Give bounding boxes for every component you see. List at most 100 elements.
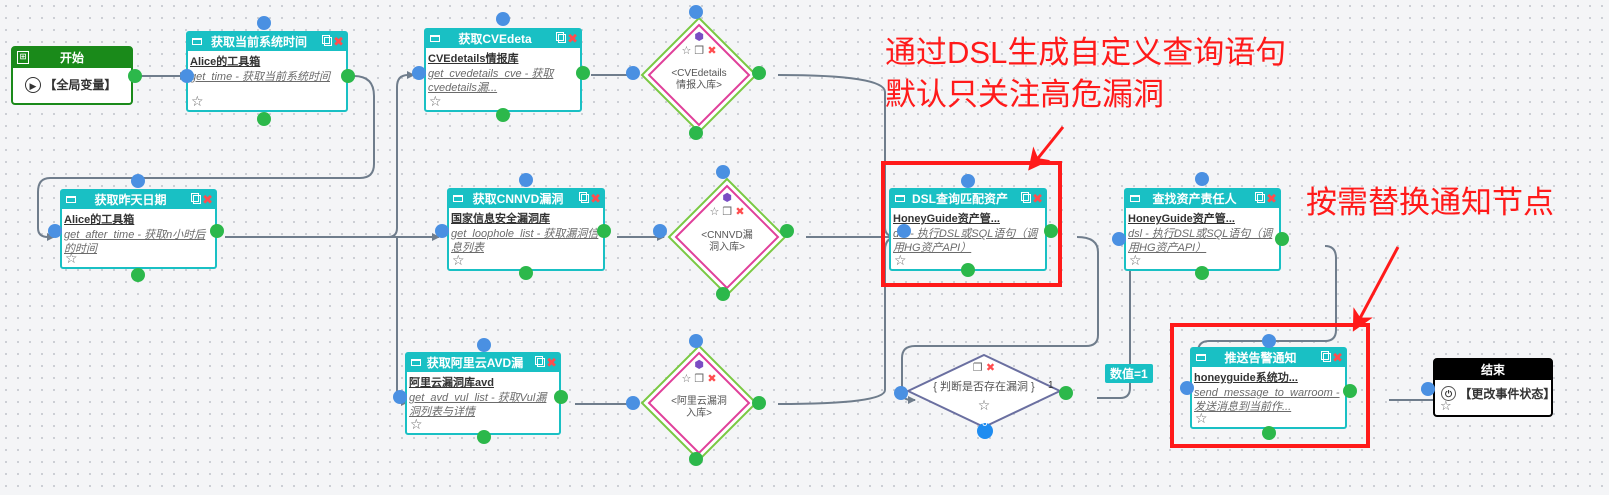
copy-icon[interactable] xyxy=(1321,351,1331,362)
copy-icon[interactable] xyxy=(1255,192,1265,203)
star-icon[interactable]: ☆ xyxy=(681,373,692,385)
node-tool[interactable]: Alice的工具箱 xyxy=(64,214,135,226)
gateway-cnnvd-storage[interactable]: ⬢ ☆ ❐ ✖ <CNNVD漏洞入库> xyxy=(667,177,787,297)
end-node[interactable]: 结束 ⏻ 【更改事件状态】 ☆ xyxy=(1433,358,1555,417)
port-out[interactable] xyxy=(752,66,766,80)
node-aliyun[interactable]: 获取阿里云AVD漏✖ 阿里云漏洞库avd get_avd_vul_list - … xyxy=(405,352,561,435)
value-badge[interactable]: 数值=1 xyxy=(1105,364,1153,383)
star-icon[interactable]: ☆ xyxy=(452,252,465,268)
port-out[interactable] xyxy=(689,452,703,466)
close-icon[interactable]: ✖ xyxy=(333,34,344,49)
port-out[interactable] xyxy=(131,268,145,282)
node-tool[interactable]: CVEdetails情报库 xyxy=(428,53,519,65)
port-out[interactable] xyxy=(961,263,975,277)
star-icon[interactable]: ☆ xyxy=(410,416,423,432)
node-desc[interactable]: get_cvedetails_cve - 获取cvedetails漏... xyxy=(428,68,554,94)
port-in[interactable] xyxy=(1112,232,1126,246)
port-in[interactable] xyxy=(180,69,194,83)
close-icon[interactable]: ✖ xyxy=(590,191,601,206)
node-tool[interactable]: 阿里云漏洞库avd xyxy=(409,377,494,389)
port-out[interactable] xyxy=(496,108,510,122)
star-icon[interactable]: ☆ xyxy=(1195,410,1208,426)
port-out[interactable] xyxy=(689,126,703,140)
port-in[interactable] xyxy=(435,224,449,238)
copy-icon[interactable]: ❐ xyxy=(694,45,705,57)
port-out[interactable] xyxy=(1044,224,1058,238)
copy-icon[interactable] xyxy=(1021,192,1031,203)
node-tool[interactable]: HoneyGuide资产管... xyxy=(893,213,1000,225)
close-icon[interactable]: ✖ xyxy=(546,355,557,370)
copy-icon[interactable]: ❐ xyxy=(972,362,983,374)
port-out[interactable] xyxy=(554,390,568,404)
port-in[interactable] xyxy=(961,174,975,188)
port-out[interactable] xyxy=(1195,266,1209,280)
port-in[interactable] xyxy=(1421,382,1435,396)
port-in[interactable] xyxy=(412,66,426,80)
close-icon[interactable]: ✖ xyxy=(707,45,717,57)
port-in[interactable] xyxy=(477,338,491,352)
copy-icon[interactable] xyxy=(579,192,589,203)
star-icon[interactable]: ☆ xyxy=(429,93,442,109)
start-node[interactable]: ⊞ 开始 ▶ 【全局变量】 xyxy=(11,46,133,105)
port-in[interactable] xyxy=(626,66,640,80)
port-in[interactable] xyxy=(519,173,533,187)
port-out[interactable] xyxy=(716,287,730,301)
star-icon[interactable]: ☆ xyxy=(977,397,991,413)
port-in[interactable] xyxy=(1262,334,1276,348)
node-dsl-query[interactable]: DSL查询匹配资产✖ HoneyGuide资产管... dsl - 执行DSL或… xyxy=(889,188,1047,271)
node-desc[interactable]: dsl - 执行DSL或SQL语句（调用HG资产API） xyxy=(1128,228,1273,254)
gateway-aliyun-storage[interactable]: ⬢ ☆ ❐ ✖ <阿里云漏洞入库> xyxy=(640,344,758,462)
star-icon[interactable]: ☆ xyxy=(1129,252,1142,268)
port-in[interactable] xyxy=(626,396,640,410)
star-icon[interactable]: ☆ xyxy=(894,252,907,268)
port-in[interactable] xyxy=(689,334,703,348)
port-in[interactable] xyxy=(257,16,271,30)
port-in[interactable] xyxy=(131,174,145,188)
node-desc[interactable]: send_message_to_warroom - 发送消息到当前作... xyxy=(1194,387,1340,413)
close-icon[interactable]: ✖ xyxy=(1032,191,1043,206)
node-tool[interactable]: HoneyGuide资产管... xyxy=(1128,213,1235,225)
copy-icon[interactable] xyxy=(191,193,201,204)
node-desc[interactable]: get_after_time - 获取n小时后的时间 xyxy=(64,229,206,255)
close-icon[interactable]: ✖ xyxy=(567,31,578,46)
copy-icon[interactable]: ❐ xyxy=(694,373,705,385)
port-in[interactable] xyxy=(1195,172,1209,186)
node-cnnvd[interactable]: 获取CNNVD漏洞✖ 国家信息安全漏洞库 get_loophole_list -… xyxy=(447,188,605,271)
star-icon[interactable]: ☆ xyxy=(191,93,204,109)
port-in[interactable] xyxy=(496,12,510,26)
play-icon[interactable]: ▶ xyxy=(25,76,41,93)
port-in[interactable] xyxy=(1180,381,1194,395)
port-in[interactable] xyxy=(393,390,407,404)
copy-icon[interactable]: ❐ xyxy=(722,206,733,218)
port-out-yes[interactable] xyxy=(1059,386,1073,400)
port-out[interactable] xyxy=(1275,232,1289,246)
node-asset-owner[interactable]: 查找资产责任人✖ HoneyGuide资产管... dsl - 执行DSL或SQ… xyxy=(1124,188,1281,271)
close-icon[interactable]: ✖ xyxy=(707,373,717,385)
port-out[interactable] xyxy=(1262,426,1276,440)
port-out[interactable] xyxy=(519,266,533,280)
star-icon[interactable]: ☆ xyxy=(65,250,78,266)
star-icon[interactable]: ☆ xyxy=(709,206,720,218)
star-icon[interactable]: ☆ xyxy=(681,45,692,57)
port-out-no[interactable] xyxy=(977,423,993,439)
node-desc[interactable]: get_avd_vul_list - 获取Vul漏洞列表与详情 xyxy=(409,392,547,418)
port-in[interactable] xyxy=(894,386,908,400)
copy-icon[interactable] xyxy=(322,35,332,46)
port-out[interactable] xyxy=(597,224,611,238)
star-icon[interactable]: ☆ xyxy=(1440,398,1452,413)
port-out[interactable] xyxy=(752,396,766,410)
close-icon[interactable]: ✖ xyxy=(202,192,213,207)
port-in[interactable] xyxy=(689,5,703,19)
port-out[interactable] xyxy=(341,69,355,83)
port-out[interactable] xyxy=(1343,384,1357,398)
port-in[interactable] xyxy=(716,165,730,179)
copy-icon[interactable] xyxy=(556,32,566,43)
port-in[interactable] xyxy=(897,224,911,238)
node-tool[interactable]: Alice的工具箱 xyxy=(190,56,261,68)
port-in[interactable] xyxy=(653,224,667,238)
node-desc[interactable]: get_loophole_list - 获取漏洞信息列表 xyxy=(451,228,599,254)
close-icon[interactable]: ✖ xyxy=(1266,191,1277,206)
port-in[interactable] xyxy=(48,224,62,238)
gateway-cve-storage[interactable]: ⬢ ☆ ❐ ✖ <CVEdetails情报入库> xyxy=(640,16,758,134)
port-out[interactable] xyxy=(477,430,491,444)
